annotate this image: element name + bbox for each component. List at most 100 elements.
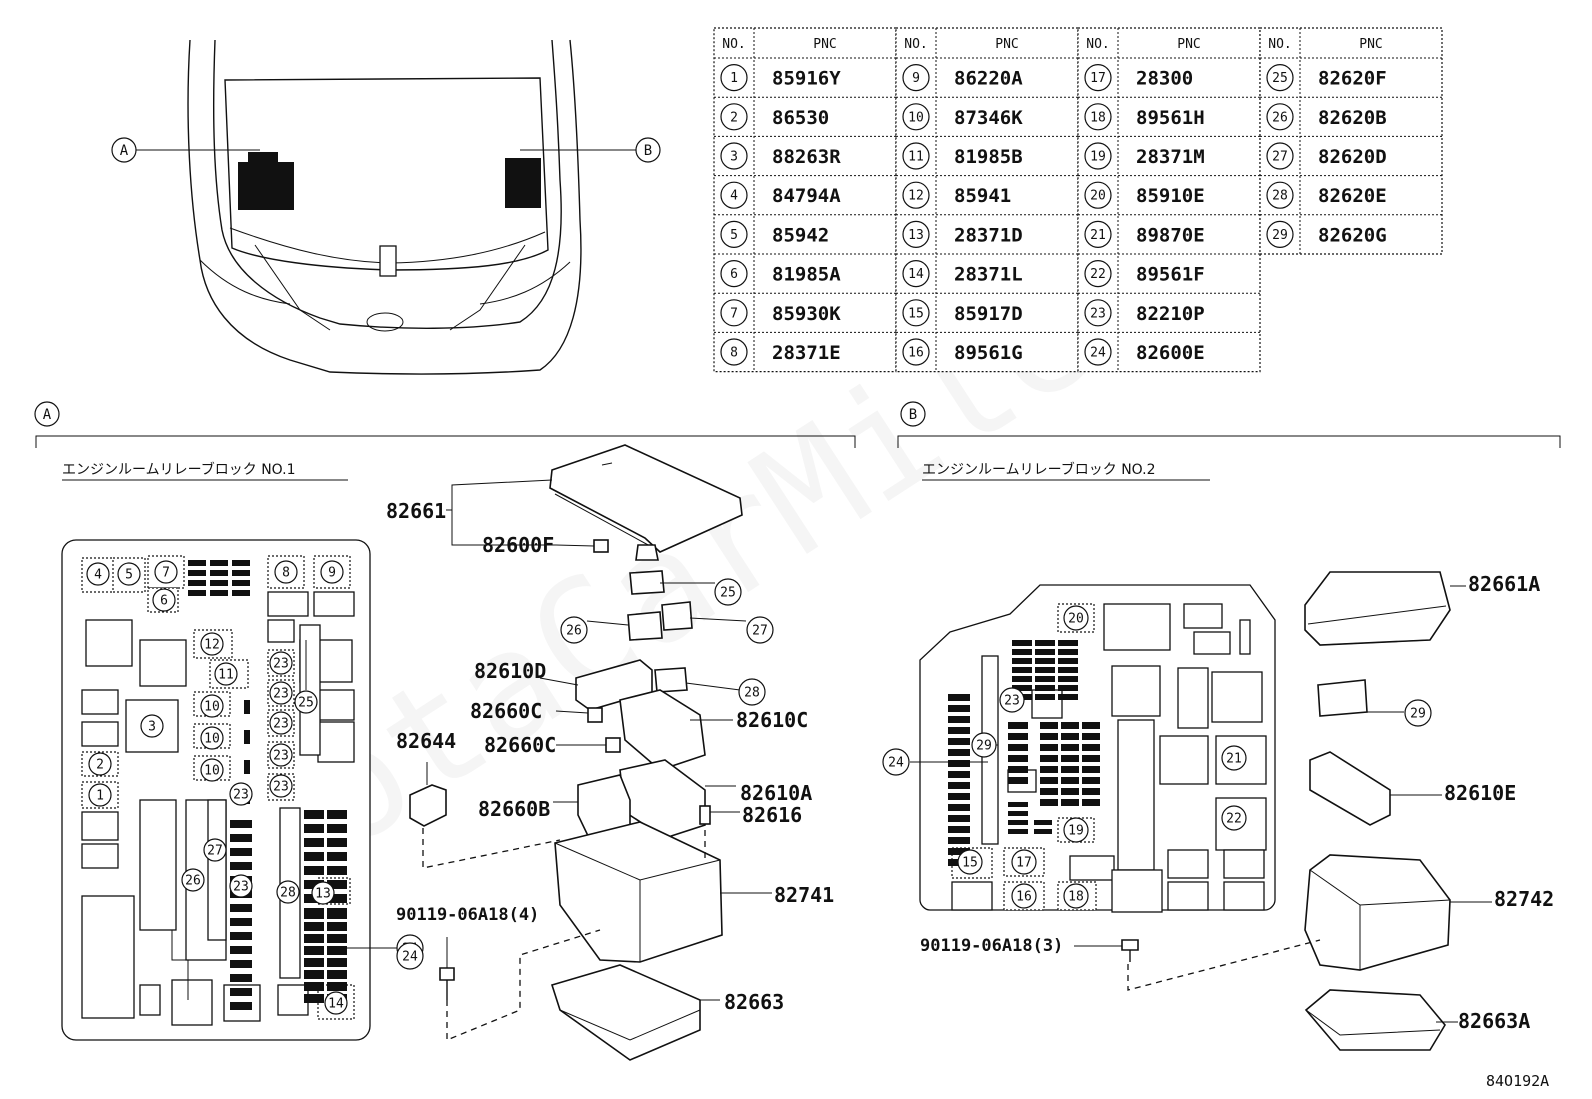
row-number-text: 7	[730, 306, 738, 321]
table-row: 14 28371L	[902, 260, 1023, 288]
row-number: 2	[720, 103, 748, 131]
row-pnc: 28371L	[954, 264, 1023, 286]
block-b-position-15-text: 15	[962, 856, 978, 871]
row-number: 10	[902, 103, 930, 131]
block-a-position-12-text: 12	[204, 638, 220, 653]
relay-block-a-location	[238, 162, 294, 210]
screw-82616	[699, 805, 711, 825]
row-number: 12	[902, 181, 930, 209]
label-82741: 82741	[774, 883, 834, 907]
label-82610C: 82610C	[736, 708, 808, 732]
block-a-position-14: 14	[324, 991, 348, 1015]
block-a-position-23-text: 23	[273, 717, 289, 732]
row-pnc: 84794A	[772, 185, 841, 207]
block-a-position-3-text: 3	[148, 720, 156, 735]
row-pnc: 28371E	[772, 342, 841, 364]
relay-26	[627, 611, 663, 641]
row-pnc: 28371M	[1136, 146, 1205, 168]
block-a-position-26: 26	[181, 868, 205, 892]
row-number: 9	[902, 63, 930, 92]
block-a-position-23: 23	[269, 774, 293, 798]
block-b-position-17: 17	[1011, 849, 1037, 875]
row-number: 6	[720, 260, 748, 288]
cover-82661	[549, 444, 743, 561]
row-pnc: 81985A	[772, 264, 841, 286]
callout-24: 24	[396, 942, 424, 970]
relay-25	[629, 570, 665, 595]
callout-26-text: 26	[566, 624, 582, 639]
block-b-position-21-text: 21	[1226, 752, 1242, 767]
table-row: 8 28371E	[720, 338, 841, 366]
block-a-position-5-text: 5	[125, 568, 133, 583]
block-a-position-6-text: 6	[160, 594, 168, 609]
row-number-text: 21	[1090, 228, 1106, 243]
table-header-pnc: PNC	[1359, 37, 1382, 52]
label-82610A: 82610A	[740, 781, 812, 805]
relay-29	[1317, 679, 1368, 717]
block-a-position-28: 28	[276, 880, 300, 904]
row-number-text: 10	[908, 110, 924, 125]
block-a-position-25: 25	[294, 690, 318, 714]
relay-block-b-location	[505, 158, 541, 208]
row-number: 26	[1266, 103, 1294, 131]
cover-82661A	[1304, 571, 1451, 646]
table-row: 19 28371M	[1084, 142, 1205, 170]
row-number: 21	[1084, 220, 1112, 248]
row-number: 19	[1084, 142, 1112, 170]
figure-code: 84O192A	[1486, 1072, 1549, 1090]
row-number: 13	[902, 220, 930, 248]
marker-a: A	[120, 143, 129, 159]
block-a-position-9-text: 9	[328, 566, 336, 581]
row-number-text: 17	[1090, 71, 1106, 86]
callout-24-text: 24	[402, 950, 418, 965]
row-number-text: 14	[908, 267, 924, 282]
row-number-text: 13	[908, 228, 924, 243]
row-pnc: 81985B	[954, 146, 1023, 168]
block-b-position-29: 29	[971, 732, 997, 758]
callout-25-text: 25	[720, 586, 736, 601]
row-number: 8	[720, 338, 748, 366]
row-number: 3	[720, 142, 748, 170]
row-pnc: 89561H	[1136, 107, 1205, 129]
block-a-position-10-text: 10	[204, 700, 220, 715]
row-pnc: 82620B	[1318, 107, 1387, 129]
row-pnc: 85942	[772, 224, 829, 246]
row-number: 5	[720, 220, 748, 248]
callout-24: 24	[882, 748, 910, 776]
fuse-82600F	[593, 539, 609, 553]
table-header-no: NO.	[904, 37, 927, 52]
connector-82644	[409, 784, 447, 827]
section-b-marker: B	[909, 407, 917, 423]
block-a-position-23-text: 23	[273, 657, 289, 672]
row-number-text: 26	[1272, 110, 1288, 125]
row-pnc: 85916Y	[772, 68, 841, 90]
block-b-position-15: 15	[957, 849, 983, 875]
row-number-text: 16	[908, 346, 924, 361]
row-number-text: 4	[730, 189, 738, 204]
table-header-pnc: PNC	[995, 37, 1018, 52]
row-number: 14	[902, 260, 930, 288]
block-82610C	[619, 689, 706, 771]
case-82742	[1304, 854, 1451, 971]
block-a-position-10: 10	[200, 694, 224, 718]
label-82600F: 82600F	[482, 533, 554, 557]
block-b-position-22-text: 22	[1226, 812, 1242, 827]
table-header-pnc: PNC	[813, 37, 836, 52]
row-number: 25	[1266, 63, 1294, 92]
block-a-position-13: 13	[311, 881, 335, 905]
block-a-position-4: 4	[86, 562, 110, 586]
block-a-position-26-text: 26	[185, 874, 201, 889]
block-a-position-23: 23	[269, 743, 293, 767]
label-82610E: 82610E	[1444, 781, 1516, 805]
